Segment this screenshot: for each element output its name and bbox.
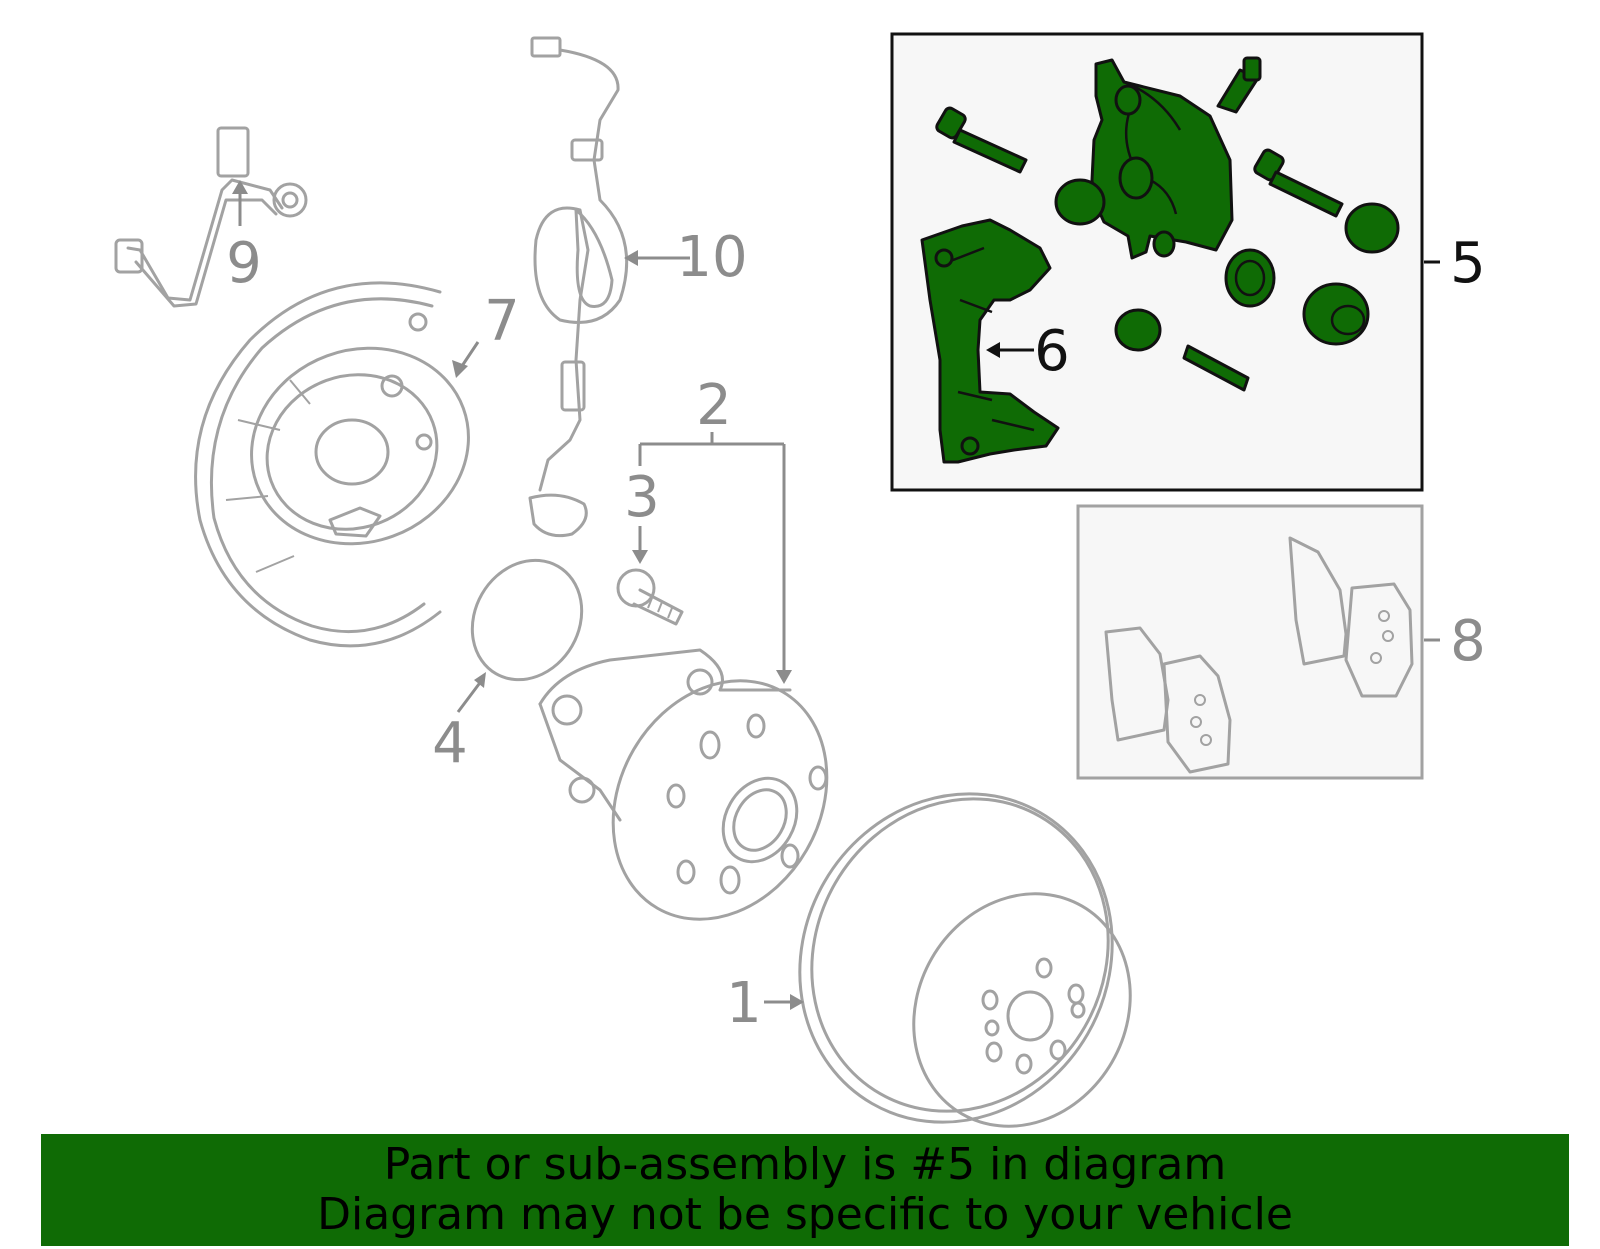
callout-2[interactable]: 2 bbox=[696, 373, 732, 438]
part-10-abs-sensor[interactable] bbox=[528, 36, 629, 538]
arrowhead-4 bbox=[474, 672, 486, 688]
callout-7[interactable]: 7 bbox=[484, 289, 520, 354]
callout-1[interactable]: 1 bbox=[726, 971, 762, 1036]
banner-line-part-number: Part or sub-assembly is #5 in diagram bbox=[383, 1139, 1227, 1190]
part-3-hub-bolt[interactable] bbox=[616, 568, 684, 626]
part-4-o-ring[interactable] bbox=[451, 540, 603, 699]
leader-2-bracket bbox=[638, 432, 792, 684]
arrowhead-6 bbox=[986, 342, 1000, 358]
part-9-brake-hose[interactable] bbox=[114, 126, 308, 308]
arrowhead-10 bbox=[624, 250, 638, 266]
disclaimer-banner: Part or sub-assembly is #5 in diagram Di… bbox=[41, 1134, 1569, 1246]
callout-8[interactable]: 8 bbox=[1450, 609, 1486, 674]
arrowhead-1 bbox=[790, 994, 804, 1010]
leader-4 bbox=[456, 679, 484, 713]
callout-10[interactable]: 10 bbox=[676, 225, 747, 290]
part-8-brake-pads[interactable] bbox=[1104, 536, 1414, 774]
arrowhead-9 bbox=[232, 180, 248, 194]
part-2-hub-assembly[interactable] bbox=[538, 642, 869, 959]
part-6-caliper-bracket[interactable] bbox=[920, 218, 1060, 464]
arrowhead-7 bbox=[452, 360, 468, 378]
callout-5[interactable]: 5 bbox=[1450, 231, 1486, 296]
callout-4[interactable]: 4 bbox=[432, 711, 468, 776]
brake-pads-box bbox=[1076, 504, 1424, 780]
arrowhead-3 bbox=[632, 550, 648, 564]
callout-9[interactable]: 9 bbox=[226, 231, 262, 296]
part-5-caliper-assembly[interactable] bbox=[935, 56, 1400, 392]
banner-line-disclaimer: Diagram may not be specific to your vehi… bbox=[317, 1189, 1293, 1240]
callout-6[interactable]: 6 bbox=[1034, 319, 1070, 384]
part-7-backing-plate[interactable] bbox=[194, 281, 497, 648]
part-1-brake-rotor[interactable] bbox=[740, 737, 1172, 1180]
callout-3[interactable]: 3 bbox=[624, 465, 660, 530]
